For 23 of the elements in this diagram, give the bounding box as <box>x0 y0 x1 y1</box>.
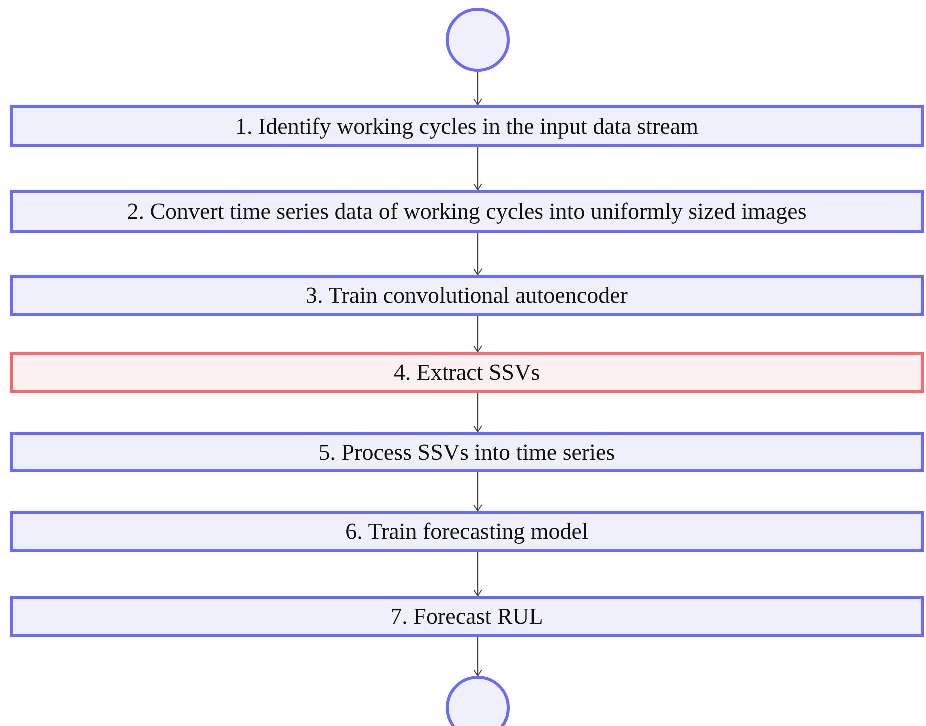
step-label: 3. Train convolutional autoencoder <box>306 284 628 307</box>
process-box <box>10 432 924 472</box>
arrow <box>474 147 482 190</box>
process-box <box>10 352 924 393</box>
arrow <box>474 233 482 276</box>
process-box <box>10 190 924 233</box>
arrow <box>474 552 482 596</box>
process-box <box>10 275 924 316</box>
arrow <box>474 393 482 432</box>
step-label: 6. Train forecasting model <box>346 520 588 543</box>
arrow <box>474 72 482 106</box>
step-label: 7. Forecast RUL <box>390 605 544 628</box>
arrow <box>474 472 482 512</box>
step-label: 4. Extract SSVs <box>394 361 540 384</box>
step-label: 5. Process SSVs into time series <box>318 440 616 464</box>
step-label: 2. Convert time series data of working cycles into uniformly sized images <box>127 200 807 223</box>
terminal-circle <box>446 676 510 726</box>
arrow <box>474 637 482 676</box>
process-box <box>10 105 924 147</box>
process-box <box>10 596 924 637</box>
step-label: 1. Identify working cycles in the input data stream <box>235 114 699 138</box>
process-box <box>10 511 924 552</box>
arrow <box>474 316 482 352</box>
